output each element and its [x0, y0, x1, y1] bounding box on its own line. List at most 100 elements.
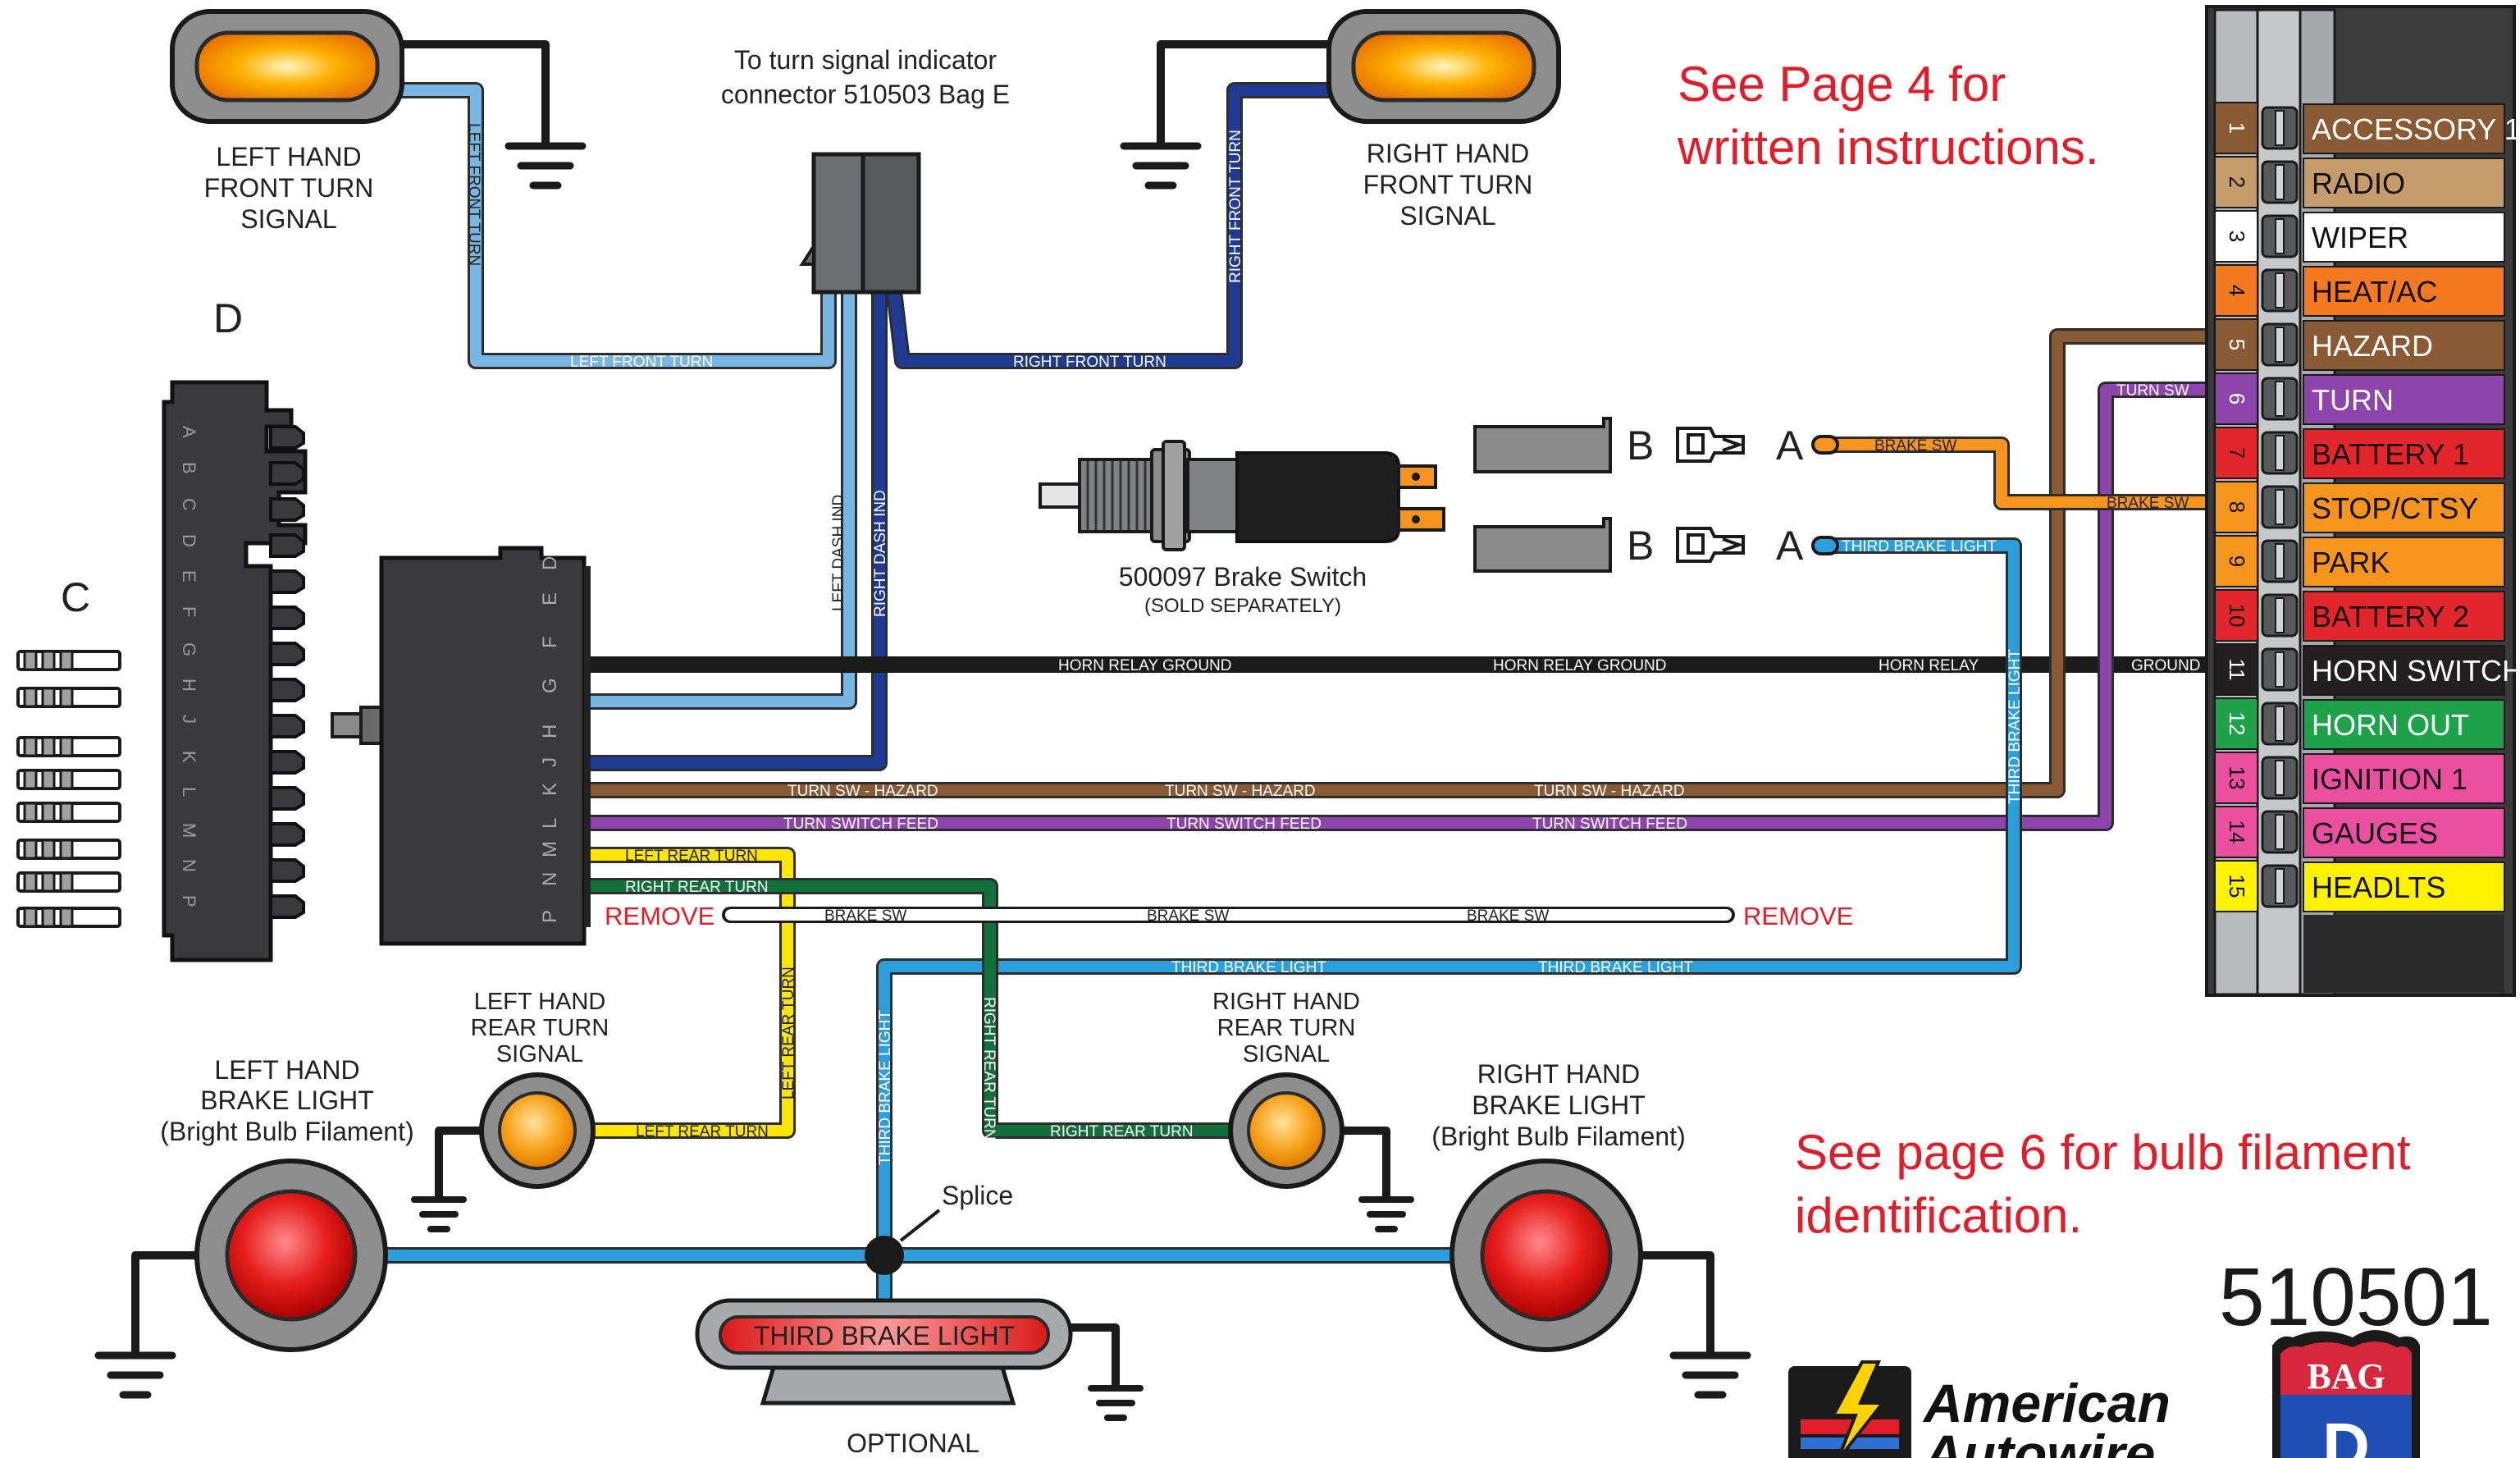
lr-turn-label-2: REAR TURN	[471, 1015, 609, 1041]
c-terminal	[16, 650, 121, 671]
splice-dot	[865, 1236, 904, 1275]
d-connector-tooth	[269, 714, 305, 738]
c-terminals	[16, 650, 121, 928]
fuse-label: ACCESSORY 1	[2312, 112, 2520, 146]
wl-lrt-v: LEFT REAR TURN	[780, 967, 797, 1099]
d-connector-tooth	[269, 569, 305, 594]
conn-b1: B	[1627, 423, 1654, 468]
rf-turn-label-2: FRONT TURN	[1363, 170, 1533, 199]
wl-bsw3: BRAKE SW	[1467, 907, 1549, 925]
turn-switch-pin-letter: M	[539, 841, 561, 857]
d-connector-letter: K	[179, 751, 199, 763]
wire-lf-ground	[398, 40, 550, 148]
d-connector-tooth	[269, 822, 305, 847]
indicator-label-2: connector 510503 Bag E	[721, 80, 1010, 109]
turn-switch-pin-letter: P	[539, 910, 561, 923]
conn-b2: B	[1627, 523, 1654, 569]
ground-symbol	[1669, 1351, 1751, 1399]
fuse-number: 15	[2225, 875, 2249, 898]
wl-rrt2: RIGHT REAR TURN	[1050, 1123, 1194, 1140]
fuse-label: TURN	[2312, 383, 2394, 417]
wire-rrt-ground	[1333, 1127, 1390, 1202]
note-page6-1: See page 6 for bulb filament	[1795, 1125, 2411, 1180]
fuse-number: 13	[2225, 766, 2249, 790]
fuse-number: 10	[2225, 604, 2249, 628]
left-brake-light	[194, 1159, 388, 1352]
brand-line-1: American	[1922, 1373, 2171, 1433]
fuse-number: 2	[2225, 176, 2249, 188]
wl-hrg1: HORN RELAY GROUND	[1058, 657, 1232, 674]
d-connector-tooth	[269, 678, 305, 702]
c-terminal	[16, 736, 121, 757]
lf-turn-label-1: LEFT HAND	[216, 142, 361, 171]
wl-rrt1: RIGHT REAR TURN	[625, 879, 769, 896]
wire-left-front-turn	[394, 82, 837, 369]
left-front-turn-signal	[170, 9, 404, 124]
terminal-1	[1676, 427, 1745, 463]
turn-switch-pin-letter: E	[539, 592, 561, 606]
d-connector-letter: G	[179, 642, 199, 656]
b-connector-1	[1473, 417, 1612, 473]
wl-bsw2: BRAKE SW	[1147, 907, 1229, 925]
wire-brake-sw-remove	[722, 907, 1735, 923]
terminal-2	[1676, 527, 1745, 563]
wl-tbl2: THIRD BRAKE LIGHT	[1538, 959, 1693, 976]
d-connector-letter: F	[179, 606, 199, 617]
splice-label: Splice	[942, 1181, 1013, 1210]
american-autowire-logo	[1788, 1360, 1911, 1458]
d-connector-letter: D	[179, 534, 199, 547]
wl-bswb: BRAKE SW	[2107, 495, 2189, 512]
wl-lrt2: LEFT REAR TURN	[636, 1123, 769, 1140]
c-terminal	[16, 687, 121, 708]
wire-end-a1	[1811, 435, 1839, 455]
wl-hr: HORN RELAY	[1879, 657, 1979, 674]
d-connector-letter: P	[179, 895, 199, 907]
remove-left: REMOVE	[605, 902, 714, 930]
turn-switch-pin-letter: H	[539, 724, 561, 738]
wl-hrg2: HORN RELAY GROUND	[1493, 657, 1667, 674]
conn-a1: A	[1776, 423, 1804, 468]
wl-tblv2: THIRD BRAKE LIGHT	[877, 1010, 894, 1165]
brake-switch	[1039, 440, 1445, 551]
optional-label: OPTIONAL	[847, 1428, 979, 1458]
bag-letter: D	[2322, 1410, 2370, 1458]
wl-lft-h: LEFT FRONT TURN	[570, 354, 713, 371]
wl-tbla: THIRD BRAKE LIGHT	[1842, 538, 1997, 555]
part-number: 510501	[2219, 1251, 2493, 1343]
wl-tsf1: TURN SWITCH FEED	[783, 816, 938, 833]
d-connector-tooth	[269, 497, 305, 522]
fuse-label: HEAT/AC	[2312, 275, 2437, 309]
ground-symbol	[1088, 1385, 1144, 1421]
brake-switch-name: 500097 Brake Switch	[1119, 562, 1367, 592]
d-connector-tooth	[269, 786, 305, 811]
fuse-row: 6 TURN	[2214, 372, 2505, 425]
wl-rrt-v: RIGHT REAR TURN	[980, 997, 998, 1140]
c-terminal	[16, 907, 121, 928]
rr-turn-label-2: REAR TURN	[1217, 1015, 1356, 1041]
third-brake-lens-label: THIRD BRAKE LIGHT	[754, 1321, 1015, 1351]
wire-rb-ground	[1632, 1251, 1714, 1358]
fuse-number: 14	[2225, 820, 2249, 844]
rf-turn-label-3: SIGNAL	[1399, 201, 1495, 231]
fuse-number: 1	[2225, 122, 2249, 134]
c-terminal	[16, 802, 121, 823]
fuse-number: 6	[2225, 393, 2249, 404]
rr-turn-label-3: SIGNAL	[1243, 1041, 1330, 1067]
fuse-label: WIPER	[2312, 221, 2408, 254]
d-connector-letter: B	[179, 462, 199, 474]
fuse-number: 12	[2225, 712, 2249, 736]
fuse-number: 11	[2225, 659, 2249, 681]
fuse-number: 5	[2225, 339, 2249, 350]
turn-switch-pin-letter: D	[539, 556, 561, 570]
ground-symbol	[411, 1196, 467, 1232]
fuse-label: STOP/CTSY	[2312, 491, 2478, 525]
